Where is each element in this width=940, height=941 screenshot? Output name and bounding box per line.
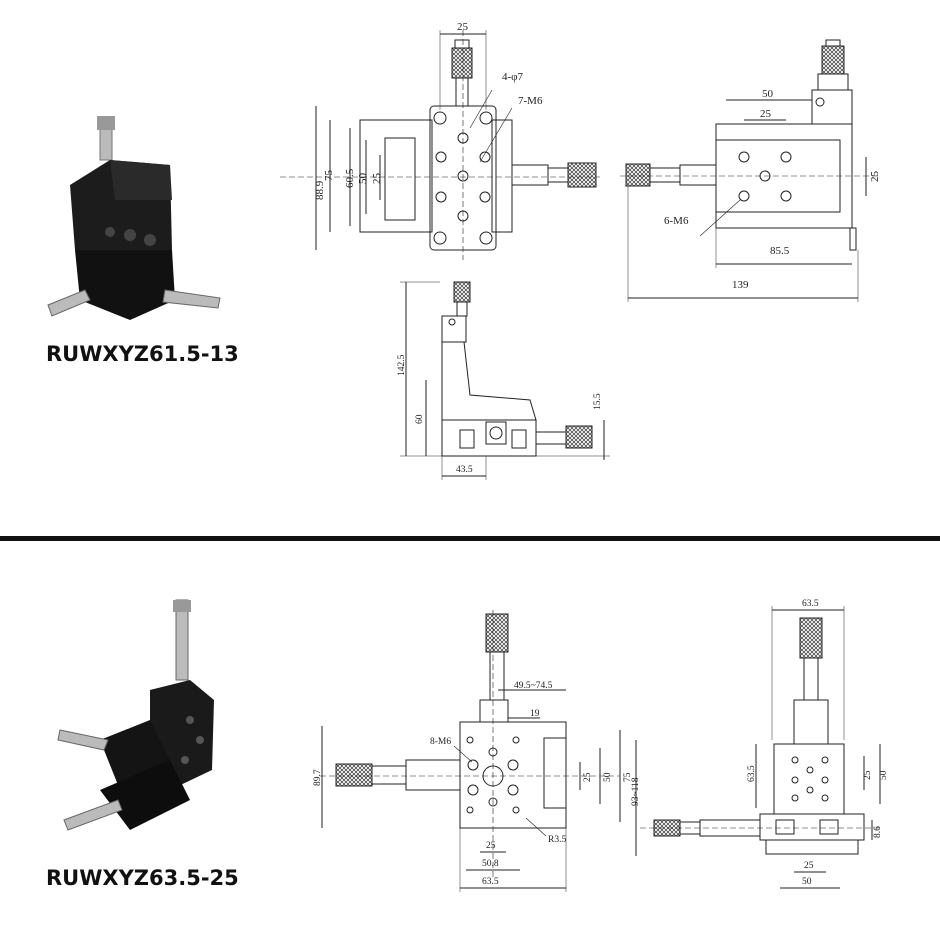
p1-side-dims: 142.5 60 15.5 43.5 — [397, 354, 603, 475]
dim-139: 139 — [732, 279, 749, 291]
dim-7-m6: 7-M6 — [518, 95, 543, 107]
dim-25-v: 25 — [583, 772, 593, 782]
dim-63-5-b: 63.5 — [482, 877, 499, 887]
p1-front-view — [280, 30, 600, 260]
p2-side-dims: 63.5 63.5 25 50 93~118 8.6 25 50 — [631, 599, 889, 887]
p1-top-right-view — [620, 39, 880, 302]
dim-25-b: 25 — [486, 841, 496, 851]
dim-15-5: 15.5 — [593, 393, 603, 410]
dim-88-9: 88.9 — [314, 180, 326, 200]
dim-60-5: 60.5 — [344, 168, 356, 188]
dim-89-7: 89.7 — [313, 769, 323, 786]
dim-75: 75 — [323, 170, 335, 182]
dim-49-5-74-5: 49.5~74.5 — [514, 681, 553, 691]
dim-r3-5: R3.5 — [548, 835, 566, 845]
dim-50-rr: 50 — [879, 770, 889, 780]
p1-top-right-dims: 50 25 25 6-M6 85.5 139 — [664, 88, 881, 291]
product-model-top: RUWXYZ61.5-13 — [46, 342, 239, 366]
section-divider — [0, 536, 940, 541]
dim-25-right: 25 — [760, 108, 772, 120]
dim-63-5-left: 63.5 — [747, 765, 757, 782]
p1-front-dims: 25 4-φ7 7-M6 88.9 75 60.5 50 25 — [314, 21, 543, 200]
dim-43-5: 43.5 — [456, 465, 473, 475]
dim-25-right-v: 25 — [869, 171, 881, 183]
product-model-bottom: RUWXYZ63.5-25 — [46, 866, 239, 890]
dim-6-m6: 6-M6 — [664, 215, 689, 227]
p2-top-view — [320, 610, 621, 892]
dim-8-6: 8.6 — [873, 826, 883, 838]
product-photo-bottom — [57, 599, 214, 831]
p2-top-dims: 49.5~74.5 19 8-M6 89.7 25 50 75 25 50.8 … — [313, 681, 633, 887]
dim-19: 19 — [530, 709, 540, 719]
dim-93-118: 93~118 — [631, 777, 641, 806]
product-photo-top — [47, 116, 221, 320]
dim-50-bb: 50 — [802, 877, 812, 887]
dim-63-5-top: 63.5 — [802, 599, 819, 609]
p1-side-profile — [400, 281, 610, 480]
dim-4-phi7: 4-φ7 — [502, 71, 524, 83]
dim-50-8: 50.8 — [482, 859, 499, 869]
dim-50-right: 50 — [762, 88, 774, 100]
dim-50-v: 50 — [603, 772, 613, 782]
dim-50: 50 — [357, 173, 369, 185]
dim-60: 60 — [415, 414, 425, 424]
dim-25-rr: 25 — [863, 770, 873, 780]
dim-142-5: 142.5 — [397, 354, 407, 376]
dim-25-bb: 25 — [804, 861, 814, 871]
dim-85-5: 85.5 — [770, 245, 790, 257]
dim-8-m6: 8-M6 — [430, 737, 451, 747]
p2-side-view — [635, 606, 881, 889]
dim-25-top: 25 — [457, 21, 469, 33]
dim-25-inner: 25 — [371, 173, 383, 185]
dim-75-v: 75 — [623, 772, 633, 782]
